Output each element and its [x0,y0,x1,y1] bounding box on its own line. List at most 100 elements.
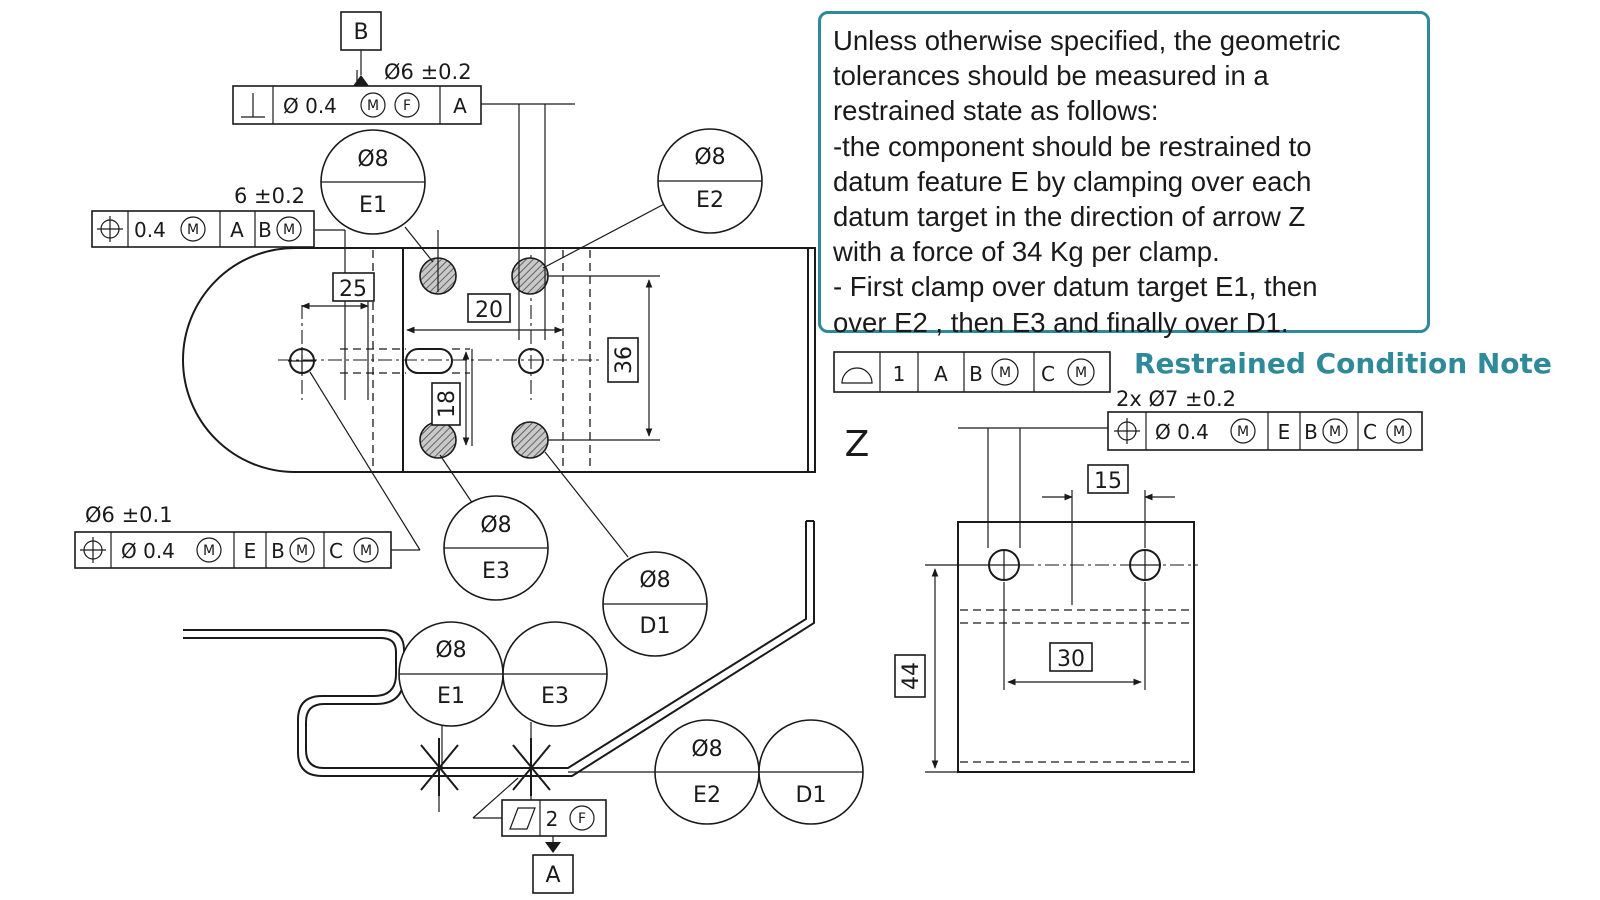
profile-fcf: 1 A B M C M [833,351,1111,393]
svg-text:A: A [453,94,467,118]
svg-text:6 ±0.2: 6 ±0.2 [234,184,305,208]
note-line: with a force of 34 Kg per clamp. [833,236,1220,268]
front-view [182,247,816,473]
dimension-30: 30 [1049,642,1093,672]
svg-text:M: M [203,543,215,559]
svg-text:D1: D1 [796,783,827,808]
datum-b-box [340,11,382,51]
datum-a-box [532,854,574,894]
dimension-44: 44 [894,654,926,698]
arrow-z-label: Z [845,424,870,465]
svg-text:F: F [403,98,411,114]
svg-text:M: M [187,222,199,238]
datum-target-side-e3: E3 [502,621,608,727]
note-label: Restrained Condition Note [1134,347,1552,380]
svg-text:C: C [1041,362,1055,386]
svg-text:E3: E3 [541,684,569,709]
svg-text:Ø8: Ø8 [435,638,466,663]
position-icon [80,537,106,563]
svg-text:C: C [1363,420,1377,444]
svg-text:Ø6 ±0.2: Ø6 ±0.2 [384,60,472,84]
datum-target-side-e1: Ø8 E1 [398,621,504,727]
flatness-fcf: 2 F [501,799,607,837]
note-line: datum feature E by clamping over each [833,165,1312,197]
dimension-15: 15 [1087,464,1129,494]
svg-text:E2: E2 [693,783,721,808]
flatness-icon [509,807,536,830]
note-line: restrained state as follows: [833,95,1159,127]
datum-b-label: B [353,20,368,45]
svg-text:Ø8: Ø8 [691,737,722,762]
svg-text:Ø 0.4: Ø 0.4 [121,539,175,563]
svg-text:A: A [230,218,244,242]
dimension-25: 25 [332,272,375,302]
datum-a-triangle [545,842,561,853]
svg-text:Ø6 ±0.1: Ø6 ±0.1 [85,503,173,527]
note-line: datum target in the direction of arrow Z [833,201,1306,233]
svg-text:20: 20 [475,298,503,323]
svg-text:18: 18 [435,390,460,418]
svg-text:B: B [1304,420,1318,444]
svg-text:A: A [934,362,948,386]
svg-text:E1: E1 [359,193,387,218]
svg-text:Ø8: Ø8 [480,513,511,538]
datum-target-side-e2: Ø8 E2 [654,719,760,825]
free-state-modifier: F [394,92,420,118]
svg-text:B: B [969,362,983,386]
svg-text:B: B [258,218,272,242]
svg-text:1: 1 [893,362,906,386]
perpendicularity-fcf: Ø6 ±0.2 Ø 0.4 M F A [232,60,482,125]
right-view [925,427,1198,773]
svg-text:E: E [1278,420,1291,444]
svg-text:2x Ø7 ±0.2: 2x Ø7 ±0.2 [1116,387,1236,411]
svg-text:Ø8: Ø8 [357,147,388,172]
svg-text:15: 15 [1094,469,1122,494]
note-line: -the component should be restrained to [833,130,1312,162]
svg-text:M: M [360,543,372,559]
svg-text:B: B [271,539,285,563]
svg-text:Ø8: Ø8 [694,145,725,170]
svg-text:30: 30 [1057,647,1085,672]
svg-text:M: M [296,543,308,559]
svg-text:E2: E2 [696,188,724,213]
perpendicularity-icon [241,93,265,118]
datum-target-e1: Ø8 E1 [320,129,426,235]
target-area-d1 [511,421,549,459]
dimension-36: 36 [607,337,639,383]
datum-target-d1: Ø8 D1 [602,551,708,657]
svg-text:M: M [283,222,295,238]
position-icon [1114,418,1140,444]
position-fcf-right: 2x Ø7 ±0.2 Ø 0.4 M E B M C M [1107,387,1423,451]
datum-target-side-d1: D1 [758,719,864,825]
svg-text:Ø 0.4: Ø 0.4 [283,94,337,118]
svg-text:25: 25 [339,277,367,302]
svg-text:2: 2 [546,807,559,831]
datum-target-e3: Ø8 E3 [443,495,549,601]
svg-text:44: 44 [899,662,924,690]
position-icon [97,216,123,242]
note-line: - First clamp over datum target E1, then [833,271,1318,303]
restrained-condition-note: Unless otherwise specified, the geometri… [818,11,1430,338]
svg-text:M: M [1075,365,1087,381]
datum-b-triangle [353,75,369,86]
svg-text:E: E [244,539,257,563]
position-fcf-left: Ø6 ±0.1 Ø 0.4 M E B M C M [74,503,392,569]
target-area-e3 [419,421,457,459]
datum-target-e2: Ø8 E2 [657,128,763,234]
svg-text:F: F [578,811,586,827]
svg-text:M: M [1393,424,1405,440]
svg-text:M: M [999,365,1011,381]
svg-text:D1: D1 [640,614,671,639]
datum-a-label: A [545,863,560,888]
dimension-20: 20 [467,293,511,323]
svg-text:0.4: 0.4 [134,218,166,242]
svg-text:Ø 0.4: Ø 0.4 [1155,420,1209,444]
front-leaders [309,70,669,558]
mmc-modifier: M [360,92,386,118]
svg-text:M: M [1329,424,1341,440]
svg-text:C: C [329,539,343,563]
svg-text:M: M [1237,424,1249,440]
position-fcf-top: 6 ±0.2 0.4 M A B M [91,184,315,248]
svg-text:M: M [367,98,379,114]
